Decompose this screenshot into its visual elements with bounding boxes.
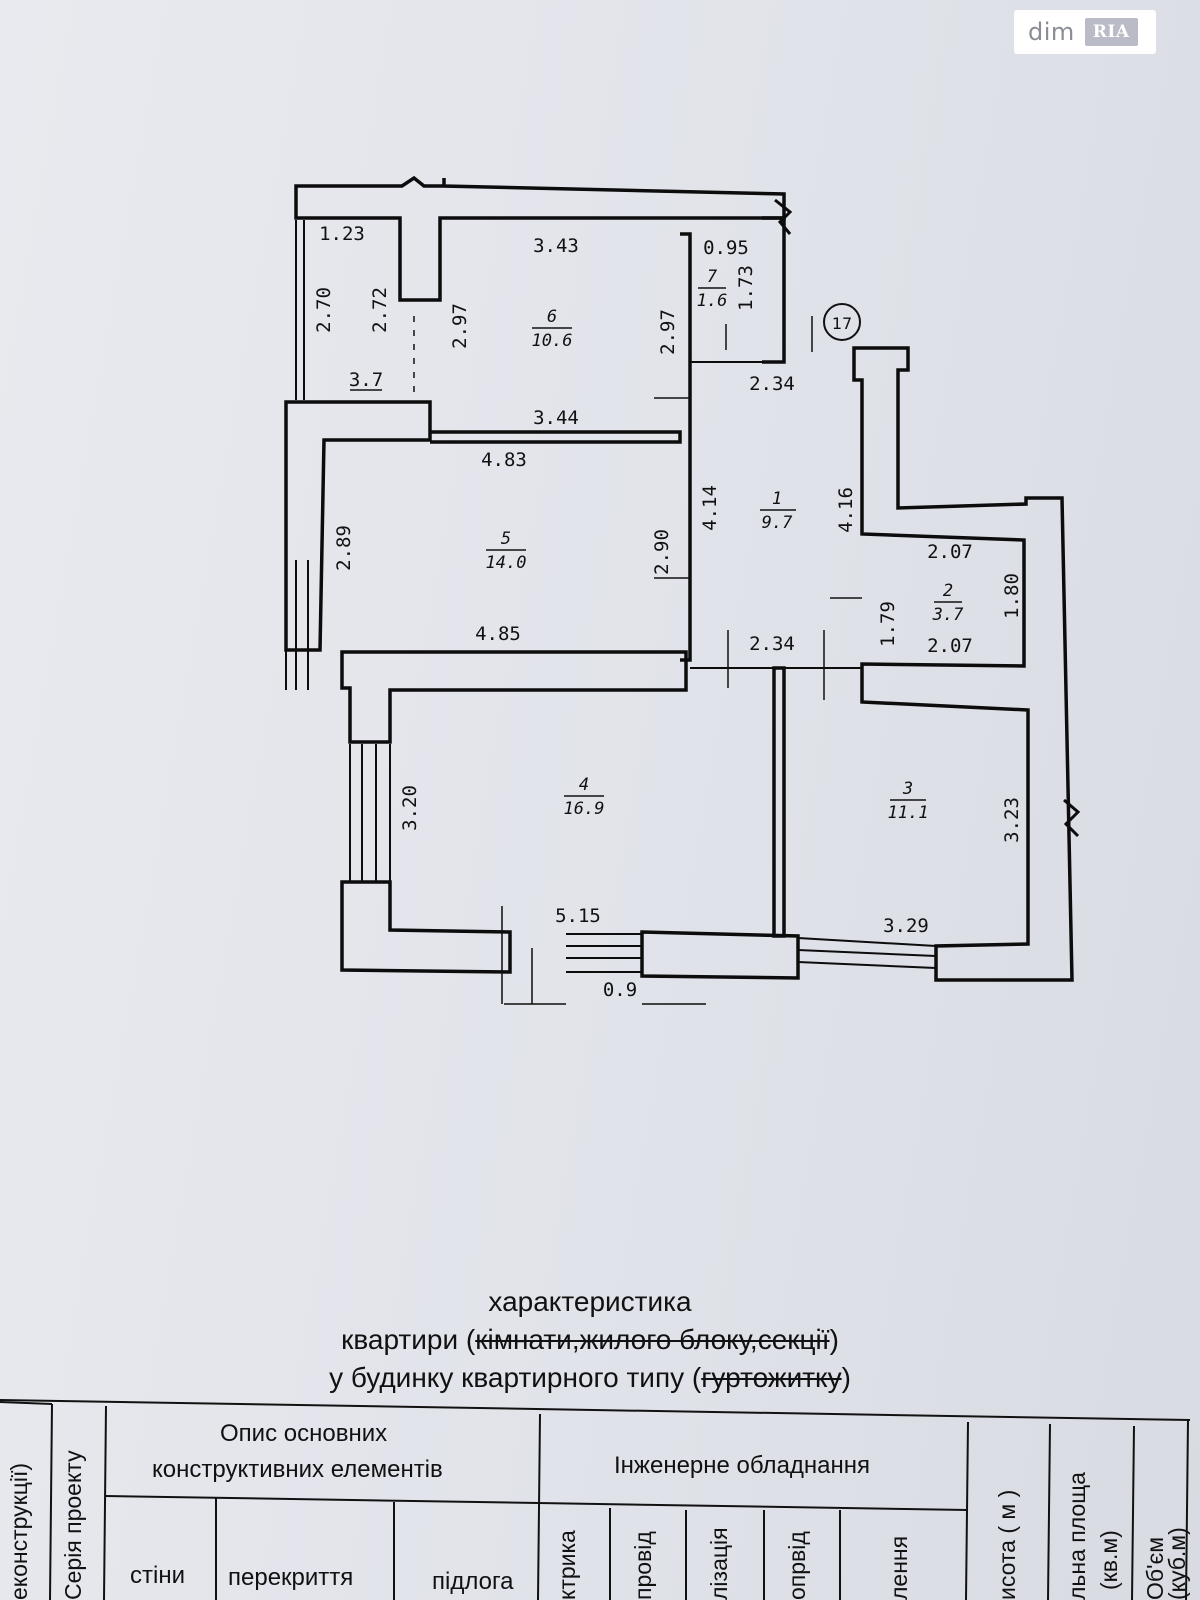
room-4-number: 4 <box>579 775 589 795</box>
heading-line-2-struck: кімнати,жилого блоку,секції <box>475 1324 830 1355</box>
dim-4-16: 4.16 <box>835 487 857 533</box>
dim-3-20: 3.20 <box>399 785 421 831</box>
col-wire: провід <box>630 1531 656 1600</box>
dimension-ticks <box>413 316 862 700</box>
room-1-number: 1 <box>772 489 782 509</box>
heading-line-3-struck: гуртожитку <box>701 1362 842 1393</box>
wall-top <box>294 175 786 302</box>
heading-line-3-text: у будинку квартирного типу ( <box>329 1362 702 1393</box>
room-6-number: 6 <box>547 307 557 327</box>
col-area-unit: (кв.м) <box>1096 1530 1122 1590</box>
dim-0-95: 0.95 <box>703 237 749 259</box>
col-heating: лення <box>886 1535 912 1600</box>
dim-2-97-b: 2.97 <box>657 309 679 355</box>
heading-line-2-text: квартири ( <box>341 1324 476 1355</box>
dim-2-90: 2.90 <box>651 529 673 575</box>
dim-2-70: 2.70 <box>313 287 335 333</box>
room-7-number: 7 <box>707 267 718 287</box>
dim-1-80: 1.80 <box>1001 573 1023 619</box>
wall-corridor-right <box>762 216 786 364</box>
dim-2-07-bot: 2.07 <box>927 635 973 657</box>
dim-1-73: 1.73 <box>735 265 757 311</box>
col-water: опрвід <box>784 1531 810 1600</box>
wall-hall-right <box>852 346 1074 982</box>
col-floors: перекриття <box>228 1564 354 1591</box>
heading-line-3-close: ) <box>841 1362 851 1393</box>
dim-1-23: 1.23 <box>319 223 365 245</box>
col-area: льна площа <box>1064 1472 1090 1600</box>
room-6-area: 10.6 <box>532 331 573 351</box>
col-electric: ктрика <box>554 1530 580 1600</box>
dimensions-horizontal: 1.23 3.43 0.95 3.7 3.44 2.34 4.83 2.07 4… <box>319 223 973 1001</box>
room-2-area: 3.7 <box>932 605 964 625</box>
watermark-badge: RIA <box>1084 18 1138 46</box>
dim-3-29: 3.29 <box>883 915 929 937</box>
floor-plan: 17 6 10.6 7 1.6 1 9.7 5 14.0 2 3.7 4 16.… <box>284 175 1081 1005</box>
col-height: исота ( м ) <box>994 1489 1020 1600</box>
col-series: Серія проекту <box>60 1450 86 1600</box>
col-volume-unit: (куб.м) <box>1164 1527 1190 1600</box>
dimria-watermark: dim RIA <box>1014 10 1156 54</box>
heading-line-2-close: ) <box>829 1324 839 1355</box>
dim-4-83: 4.83 <box>481 449 527 471</box>
axis-marker: 17 <box>823 303 861 341</box>
dim-2-07-top: 2.07 <box>927 541 973 563</box>
col-floor: підлога <box>432 1568 514 1595</box>
axis-label: 17 <box>832 314 852 333</box>
group-structural: Опис основних <box>220 1420 388 1447</box>
col-walls: стіни <box>130 1562 185 1589</box>
room-5-area: 14.0 <box>486 553 527 573</box>
dim-4-14: 4.14 <box>699 485 721 531</box>
dim-1-79: 1.79 <box>877 601 899 647</box>
room-3-number: 3 <box>902 779 913 799</box>
dim-3-23: 3.23 <box>1001 797 1023 843</box>
wall-5-4 <box>340 650 688 744</box>
dim-4-85: 4.85 <box>475 623 521 645</box>
dim-2-34-top: 2.34 <box>749 373 795 395</box>
wall-4-3 <box>772 666 786 938</box>
dim-5-15: 5.15 <box>555 905 601 927</box>
dim-2-72: 2.72 <box>369 287 391 333</box>
dim-2-89: 2.89 <box>333 525 355 571</box>
room-1-area: 9.7 <box>762 513 793 533</box>
table-top-border <box>0 1399 1191 1421</box>
room-2-number: 2 <box>943 581 953 601</box>
heading-line-3: у будинку квартирного типу (гуртожитку) <box>180 1359 1000 1397</box>
dim-3-7: 3.7 <box>349 369 383 391</box>
watermark-text: dim <box>1028 18 1075 46</box>
col-reconstruction: еконструкції) <box>6 1462 32 1600</box>
room-labels: 6 10.6 7 1.6 1 9.7 5 14.0 2 3.7 4 16.9 3… <box>486 267 965 823</box>
dimensions-vertical: 2.70 2.72 2.97 2.97 1.73 2.89 2.90 4.14 … <box>313 265 1023 843</box>
col-sewer: лізація <box>706 1527 732 1600</box>
dim-0-9: 0.9 <box>603 979 637 1001</box>
room-7-area: 1.6 <box>697 291 728 311</box>
wall-bottom <box>340 880 512 974</box>
room-5-number: 5 <box>501 529 511 549</box>
dim-3-43: 3.43 <box>533 235 579 257</box>
group-structural-2: конструктивних елементів <box>152 1456 443 1483</box>
characteristics-heading: характеристика квартири (кімнати,жилого … <box>180 1283 1000 1397</box>
room-3-area: 11.1 <box>888 803 929 823</box>
heading-line-1: характеристика <box>488 1286 692 1317</box>
dim-3-44: 3.44 <box>533 407 579 429</box>
walls <box>284 175 1081 1005</box>
heading-line-2: квартири (кімнати,жилого блоку,секції) <box>180 1321 1000 1359</box>
dim-2-34-bot: 2.34 <box>749 633 795 655</box>
room-4-area: 16.9 <box>564 799 605 819</box>
group-engineering: Інженерне обладнання <box>614 1452 871 1479</box>
wall-6-1 <box>680 232 692 662</box>
dim-2-97-a: 2.97 <box>449 303 471 349</box>
